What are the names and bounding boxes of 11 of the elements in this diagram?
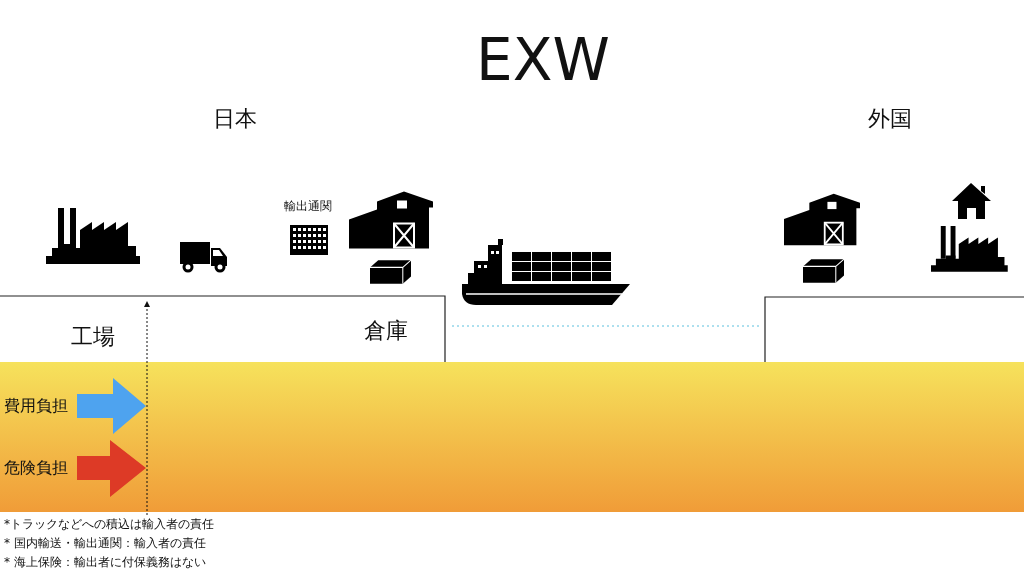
- note-text: * 国内輸送・輸出通関：輸入者の責任: [4, 535, 206, 552]
- arrow-label: 費用負担: [4, 396, 68, 417]
- note-text: * 海上保険：輸出者に付保義務はない: [4, 554, 206, 571]
- icon-label: 輸出通関: [284, 198, 332, 215]
- arrow-label: 危険負担: [4, 458, 68, 479]
- country-label: 日本: [213, 105, 257, 133]
- place-label: 工場: [71, 323, 115, 351]
- note-text: *トラックなどへの積込は輸入者の責任: [4, 516, 214, 533]
- country-label: 外国: [868, 105, 912, 133]
- place-label: 倉庫: [364, 317, 408, 345]
- title: EXW: [476, 26, 610, 94]
